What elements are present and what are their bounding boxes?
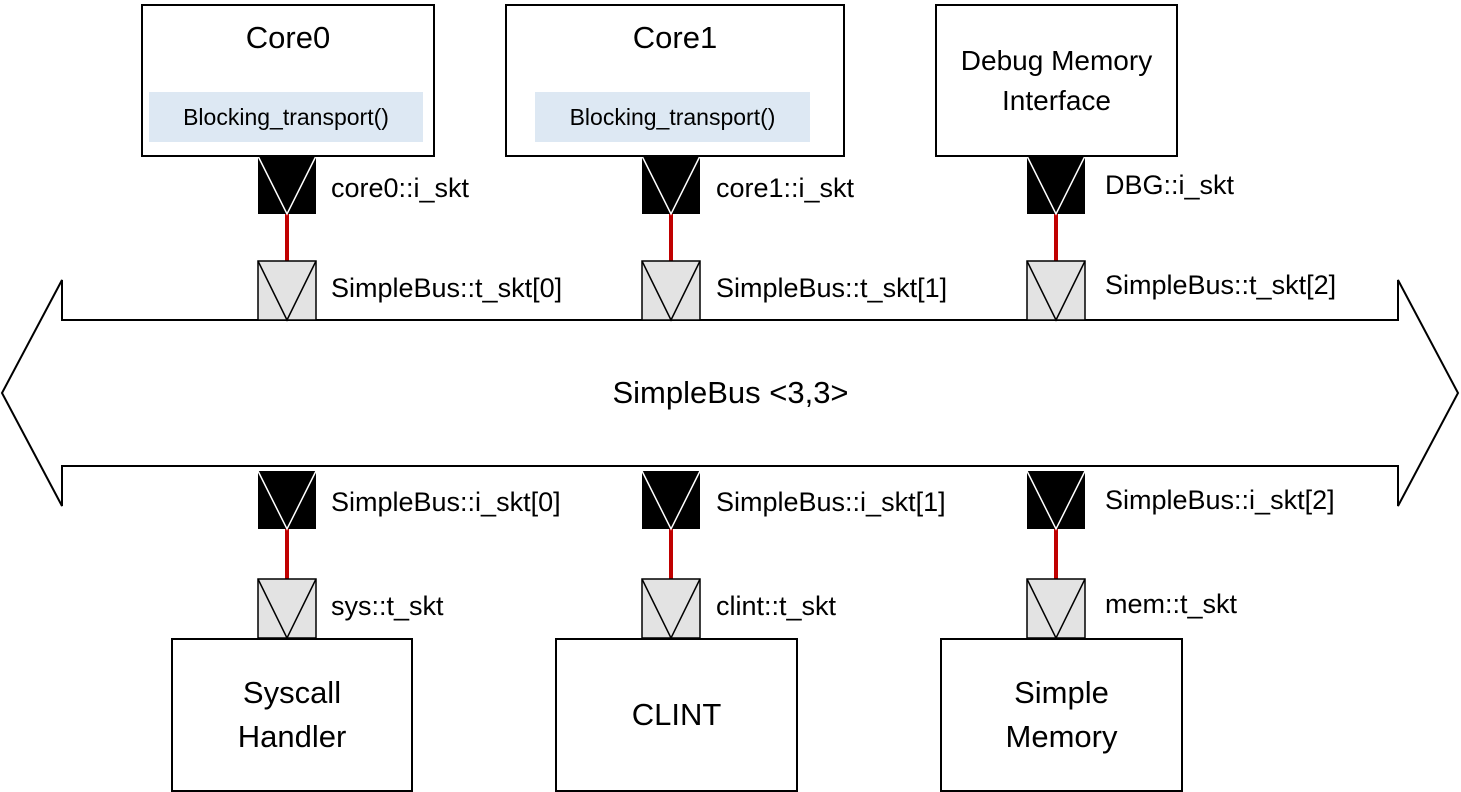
- core1-initiator-socket: [641, 155, 701, 216]
- bus-target-socket-2: [1026, 260, 1086, 322]
- dbg-initiator-socket-label: DBG::i_skt: [1105, 170, 1235, 200]
- core1-module: Core1 Blocking_transport(): [505, 4, 845, 157]
- core0-module: Core0 Blocking_transport(): [141, 4, 435, 157]
- syscall-handler-title: Syscall Handler: [237, 675, 347, 754]
- simple-memory-module: Simple Memory: [940, 638, 1183, 792]
- bus-target-socket-0-label: SimpleBus::t_skt[0]: [331, 273, 563, 303]
- bus-initiator-socket-1-label: SimpleBus::i_skt[1]: [716, 487, 946, 517]
- core0-initiator-socket-label: core0::i_skt: [331, 173, 470, 203]
- mem-target-socket-label: mem::t_skt: [1105, 589, 1238, 619]
- bus-arrow: [0, 279, 1460, 507]
- clint-title: CLINT: [631, 697, 722, 732]
- bus-target-socket-2-label: SimpleBus::t_skt[2]: [1105, 270, 1337, 300]
- clint-target-socket: [641, 578, 701, 640]
- core0-title: Core0: [245, 20, 331, 55]
- simple-memory-title: Simple Memory: [1005, 675, 1118, 754]
- sys-target-socket: [257, 578, 317, 640]
- bus-initiator-socket-2-label: SimpleBus::i_skt[2]: [1105, 485, 1335, 515]
- debug-memory-interface-module: Debug Memory Interface: [935, 4, 1178, 157]
- clint-module: CLINT: [555, 638, 798, 792]
- core1-title: Core1: [632, 20, 718, 55]
- syscall-handler-module: Syscall Handler: [171, 638, 413, 792]
- core0-initiator-socket: [257, 155, 317, 216]
- bus-target-socket-1: [641, 260, 701, 322]
- clint-target-socket-label: clint::t_skt: [716, 591, 837, 621]
- bus-target-socket-1-label: SimpleBus::t_skt[1]: [716, 273, 948, 303]
- bus-initiator-socket-0-label: SimpleBus::i_skt[0]: [331, 487, 561, 517]
- bus-target-socket-0: [257, 260, 317, 322]
- core1-blocking-transport: Blocking_transport(): [535, 92, 810, 142]
- bus-initiator-socket-1: [641, 470, 701, 531]
- debug-memory-interface-title: Debug Memory Interface: [960, 44, 1153, 116]
- mem-target-socket: [1026, 578, 1086, 640]
- bus-label: SimpleBus <3,3>: [612, 375, 849, 410]
- core1-initiator-socket-label: core1::i_skt: [716, 173, 855, 203]
- bus-initiator-socket-0: [257, 470, 317, 531]
- dbg-initiator-socket: [1026, 155, 1086, 216]
- bus-initiator-socket-2: [1026, 470, 1086, 531]
- sys-target-socket-label: sys::t_skt: [331, 591, 444, 621]
- core0-blocking-transport: Blocking_transport(): [149, 92, 423, 142]
